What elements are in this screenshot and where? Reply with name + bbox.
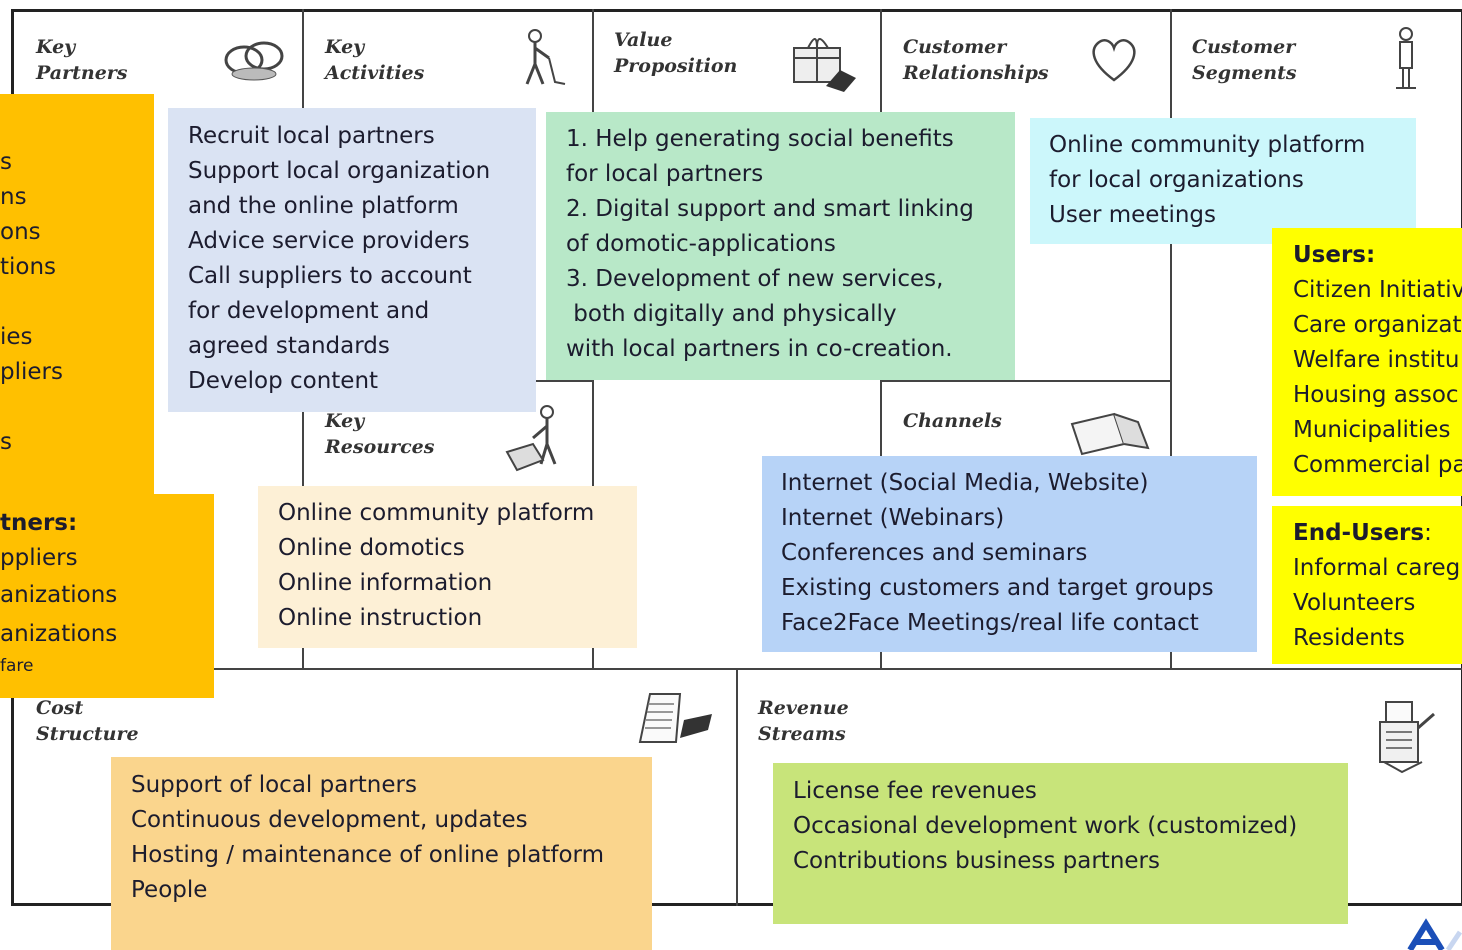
note-revenue-streams: License fee revenues Occasional developm… [773,763,1348,924]
chain-links-icon [224,41,284,81]
note-end-users: End-Users: Informal careg Volunteers Res… [1272,506,1462,664]
note-cost-structure: Support of local partners Continuous dev… [111,757,652,950]
note-key-activities: Recruit local partners Support local org… [168,108,536,412]
divider [880,380,1170,382]
heart-icon [1092,39,1136,82]
note-channels: Internet (Social Media, Website) Interne… [762,456,1257,652]
standing-person-icon [1396,27,1416,89]
gift-box-icon [793,38,856,92]
note-key-resources: Online community platform Online domotic… [258,486,637,648]
header-channels: Channels [903,410,1002,432]
logo-mark-icon [1407,918,1462,950]
note-customer-relationships: Online community platform for local orga… [1030,118,1416,244]
note-partners-list: tners: ppliers anizations anizations far… [0,494,214,698]
worker-crate-icon [505,405,557,472]
note-value-proposition: 1. Help generating social benefits for l… [546,112,1015,380]
note-key-partners: s ns ons tions ies pliers s [0,94,154,494]
divider [736,668,738,906]
divider [1170,9,1172,669]
delivery-truck-icon [1070,412,1150,456]
receipt-pen-icon [638,693,712,743]
worker-vacuum-icon [525,29,566,85]
cash-register-icon [1379,701,1435,774]
note-users: Users: Citizen Initiativ Care organizat … [1272,228,1462,496]
